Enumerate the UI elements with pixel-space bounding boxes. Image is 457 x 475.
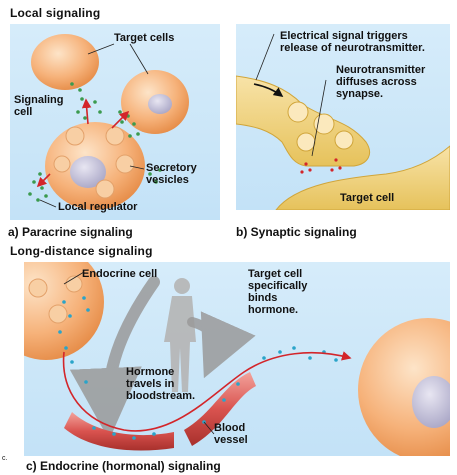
signal-arrow [112, 112, 128, 128]
label-local-regulator: Local regulator [58, 201, 137, 213]
paracrine-panel: Target cells Signaling cell Secretory ve… [10, 24, 220, 220]
label-target-binds: Target cell specifically binds hormone. [248, 268, 307, 316]
caption-endocrine: c) Endocrine (hormonal) signaling [26, 459, 221, 473]
long-distance-title: Long-distance signaling [10, 244, 153, 258]
label-target-cells: Target cells [114, 32, 174, 44]
secretory-vesicle [96, 180, 114, 198]
signal-arrow [86, 100, 88, 124]
label-hormone-travels: Hormone travels in bloodstream. [126, 366, 195, 402]
paracrine-illustration [10, 24, 220, 220]
corner-mark: c. [2, 455, 7, 462]
secretory-vesicle [54, 156, 70, 172]
label-neurotransmitter: Neurotransmitter diffuses across synapse… [336, 64, 425, 100]
leader-line [40, 200, 56, 207]
leader-line [130, 44, 148, 74]
caption-paracrine: a) Paracrine signaling [8, 225, 133, 239]
label-electrical-signal: Electrical signal triggers release of ne… [280, 30, 425, 54]
label-target-cell: Target cell [340, 192, 394, 204]
label-endocrine-cell: Endocrine cell [82, 268, 157, 280]
label-blood-vessel: Blood vessel [214, 422, 248, 446]
nucleus [148, 94, 172, 114]
leader-line [256, 34, 274, 80]
endocrine-panel: Endocrine cell Target cell specifically … [24, 262, 450, 456]
secretory-vesicle [116, 155, 134, 173]
caption-synaptic: b) Synaptic signaling [236, 225, 357, 239]
local-signaling-title: Local signaling [10, 6, 100, 20]
target-cell [31, 34, 99, 90]
blood-vessel [64, 412, 174, 451]
synaptic-panel: Electrical signal triggers release of ne… [236, 24, 450, 210]
secretory-vesicle [106, 127, 124, 145]
label-signaling-cell: Signaling cell [14, 94, 64, 118]
label-secretory-vesicles: Secretory vesicles [146, 162, 197, 186]
secretory-vesicle [66, 127, 84, 145]
